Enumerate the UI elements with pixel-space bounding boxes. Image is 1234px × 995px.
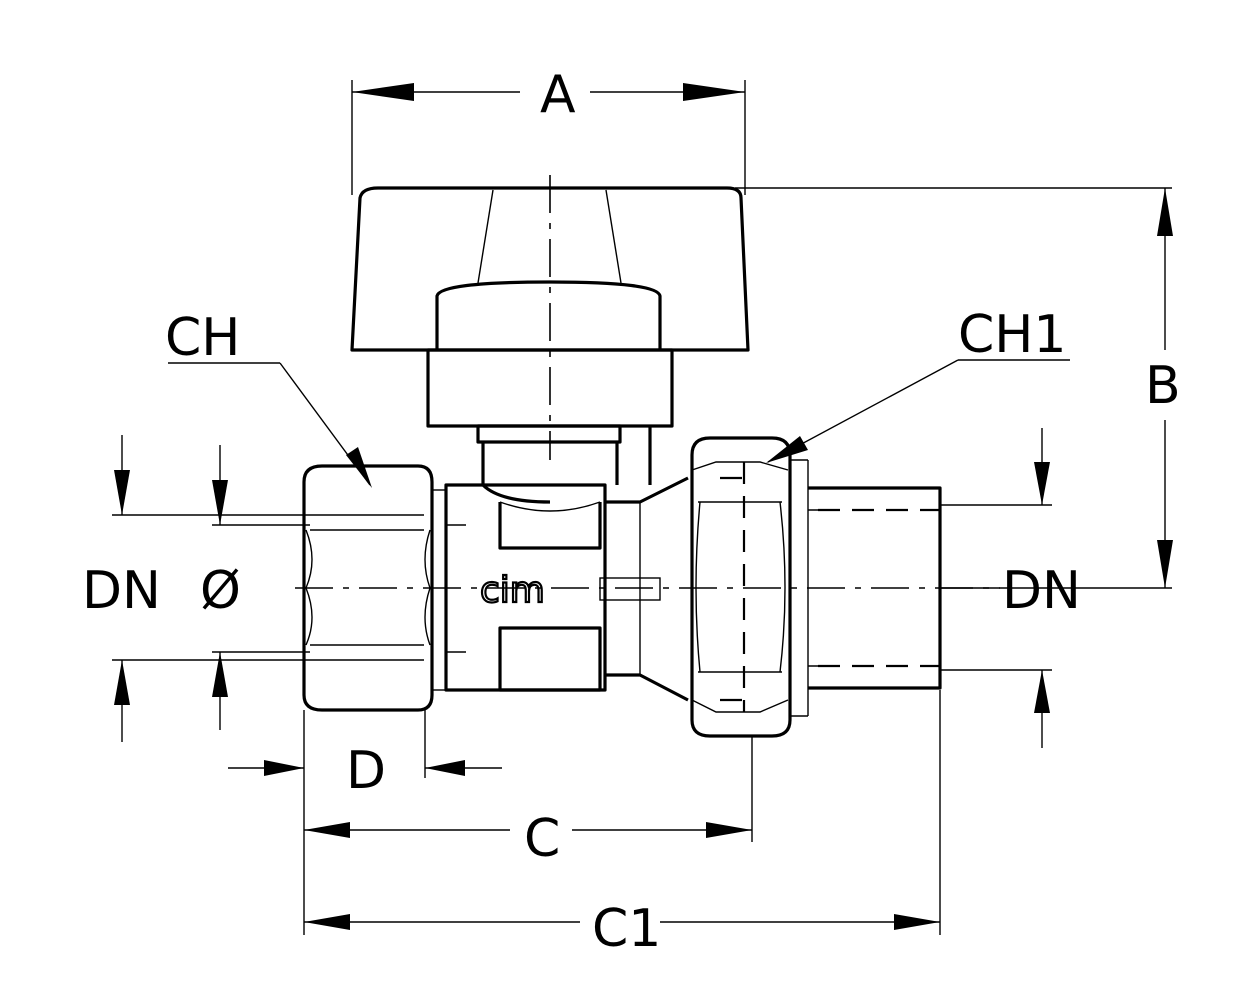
leader-ch1: CH1 <box>766 305 1070 463</box>
union-transition <box>605 476 689 702</box>
label-ch: CH <box>165 308 240 368</box>
dimension-d: D <box>228 710 502 935</box>
brand-logo: cim <box>480 570 545 611</box>
label-b: B <box>1145 356 1181 416</box>
dimension-c1: C1 <box>304 690 941 959</box>
label-diameter: Ø <box>200 561 241 621</box>
label-c1: C1 <box>592 899 661 959</box>
dimension-left-dn: DN <box>82 435 310 742</box>
label-d: D <box>346 741 386 801</box>
label-c: C <box>524 809 560 869</box>
leader-ch: CH <box>165 308 372 488</box>
dimension-b: B <box>735 187 1181 589</box>
label-a: A <box>540 65 576 125</box>
dimension-c: C <box>304 736 753 869</box>
tail-pipe <box>808 486 942 690</box>
label-ch1: CH1 <box>958 305 1067 365</box>
valve-body: cim <box>444 483 661 692</box>
right-hex-nut <box>690 436 809 738</box>
label-dn-left: DN <box>82 561 161 621</box>
dimension-diameter: Ø <box>200 445 310 730</box>
valve-handle <box>350 186 750 352</box>
label-dn-right: DN <box>1002 561 1081 621</box>
dimension-right-dn: DN <box>940 428 1081 748</box>
dimension-a: A <box>351 65 746 195</box>
left-hex-nut <box>302 464 446 712</box>
